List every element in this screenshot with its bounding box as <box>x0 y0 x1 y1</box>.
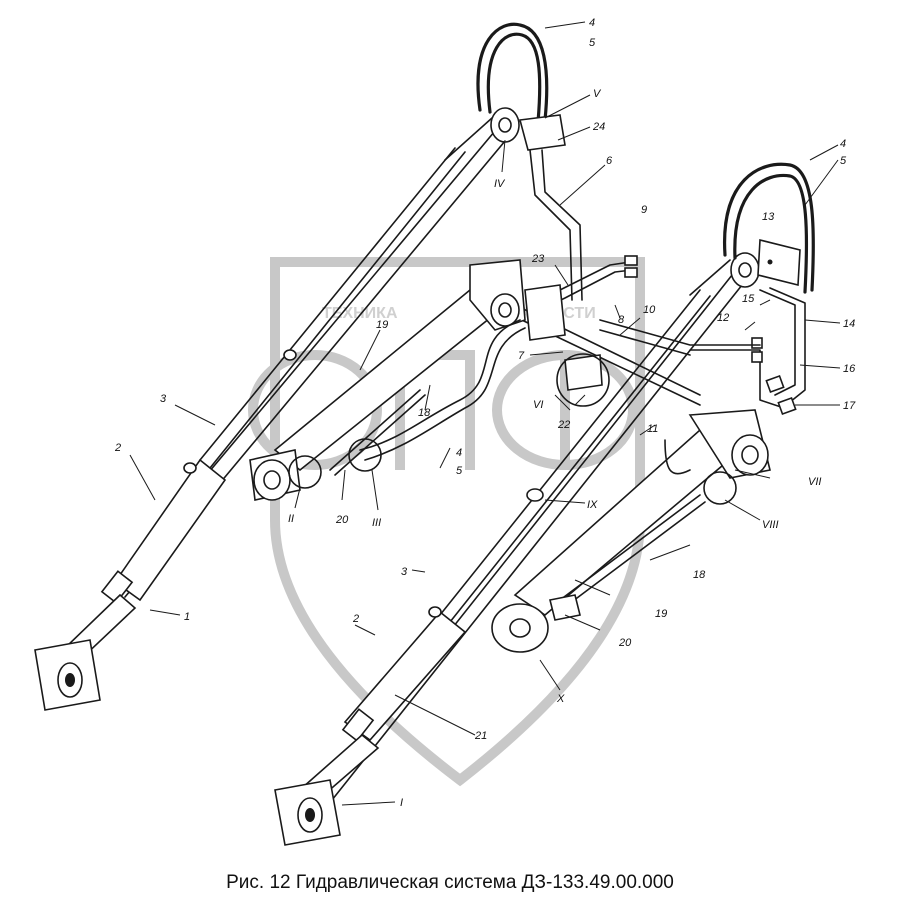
fitting-20-right <box>549 594 581 621</box>
callout-labels: 4 5 V 24 6 IV 9 4 5 13 15 23 10 8 12 14 … <box>114 17 856 809</box>
label-8: 8 <box>618 314 625 326</box>
label-11: 11 <box>647 423 658 435</box>
left-boom-arm <box>34 107 520 711</box>
label-ii: II <box>288 513 294 525</box>
label-5-top-left: 5 <box>589 37 596 49</box>
label-iii: III <box>372 517 381 529</box>
label-4-top-left: 4 <box>589 17 595 29</box>
label-19-left: 19 <box>376 319 388 331</box>
label-21: 21 <box>474 730 487 742</box>
detail-circle-viii <box>703 471 737 505</box>
right-lift-cylinder <box>491 409 771 653</box>
detail-circle-vi <box>556 353 610 407</box>
label-9: 9 <box>641 204 647 216</box>
cross-pipes <box>504 255 761 407</box>
label-5-center: 5 <box>456 465 463 477</box>
label-4-right: 4 <box>840 138 846 150</box>
label-16: 16 <box>843 363 856 375</box>
hose-loop-right <box>723 162 815 294</box>
detail-circle-iii <box>348 438 382 472</box>
valve-block-23 <box>524 284 566 341</box>
label-4-center: 4 <box>456 447 462 459</box>
clamp-ix <box>526 488 544 502</box>
label-1: 1 <box>184 611 190 623</box>
label-i: I <box>400 797 403 809</box>
pipes-14-17 <box>689 287 806 416</box>
label-iv: IV <box>494 178 506 190</box>
label-7: 7 <box>518 350 525 362</box>
watermark: ТЕХНИКА ЗАПЧАСТИ <box>248 257 645 787</box>
label-vii: VII <box>808 476 821 488</box>
valve-22 <box>564 354 603 391</box>
label-viii: VIII <box>762 519 779 531</box>
label-22: 22 <box>557 419 570 431</box>
right-boom-arm <box>274 252 760 846</box>
label-vi: VI <box>533 399 543 411</box>
pipe-6 <box>518 114 583 301</box>
left-lift-cylinder <box>249 259 526 501</box>
label-23: 23 <box>531 253 545 265</box>
cylinder-2-left <box>113 458 227 602</box>
label-20-left: 20 <box>335 514 349 526</box>
label-10: 10 <box>643 304 656 316</box>
label-14: 14 <box>843 318 855 330</box>
label-20-right: 20 <box>618 637 632 649</box>
label-5-right: 5 <box>840 155 847 167</box>
cylinder-2-right <box>343 610 467 742</box>
label-15: 15 <box>742 293 755 305</box>
label-3-right: 3 <box>401 566 408 578</box>
watermark-text-left: ТЕХНИКА <box>322 305 398 322</box>
label-24: 24 <box>592 121 605 133</box>
label-2-right: 2 <box>352 613 359 625</box>
label-17: 17 <box>843 400 856 412</box>
detail-circle-ii <box>288 455 322 489</box>
bracket-13 <box>757 238 801 287</box>
fitting-9a <box>624 255 638 266</box>
label-6: 6 <box>606 155 613 167</box>
label-2-left: 2 <box>114 442 121 454</box>
label-12: 12 <box>717 312 729 324</box>
leader-lines <box>129 21 841 806</box>
label-x: X <box>556 693 565 705</box>
figure-caption: Рис. 12 Гидравлическая система ДЗ-133.49… <box>226 872 674 893</box>
bracket-24 <box>518 114 566 151</box>
fitting-9b <box>624 267 638 278</box>
label-ix: IX <box>587 499 598 511</box>
label-v: V <box>593 88 602 100</box>
label-18-left: 18 <box>418 407 431 419</box>
label-18-right: 18 <box>693 569 706 581</box>
label-13: 13 <box>762 211 775 223</box>
label-3-left: 3 <box>160 393 167 405</box>
label-19-right: 19 <box>655 608 667 620</box>
